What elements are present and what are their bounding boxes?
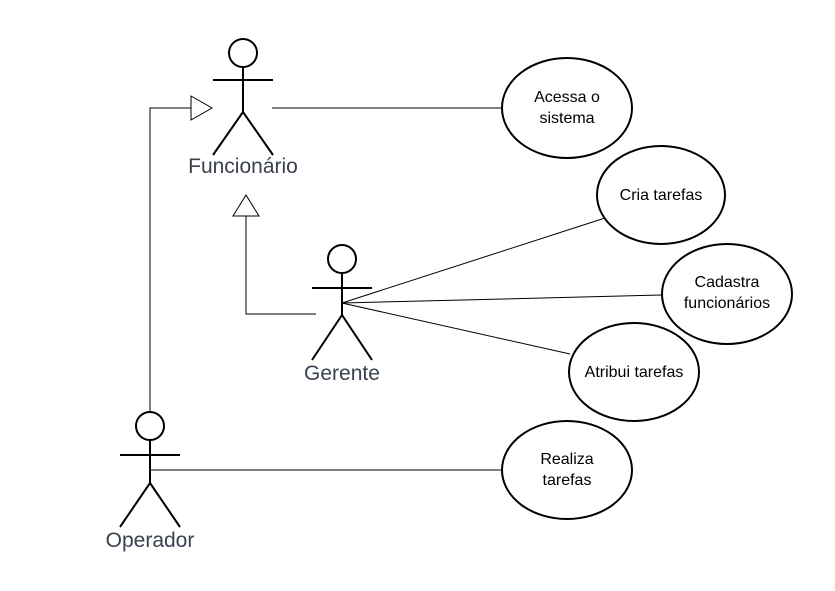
use-case-realiza-tarefas: Realiza tarefas [501,420,633,520]
use-case-label-line: Cadastra [695,274,760,291]
use-case-cria-tarefas: Cria tarefas [596,145,726,245]
association-gerente-cadastra [341,294,663,304]
generalization-operador-funcionario [149,95,214,412]
actor-gerente: Gerente [304,244,380,385]
use-case-label-line: Cria tarefas [620,187,703,204]
use-case-acessa-sistema: Acessa o sistema [501,57,633,159]
use-case-label-line: Realiza [540,451,593,468]
use-case-label-line: funcionários [684,295,770,312]
actor-funcionario: Funcionário [188,38,298,178]
use-case-atribui-tarefas: Atribui tarefas [568,322,700,422]
actor-operador: Operador [106,411,195,552]
association-gerente-cria [341,217,606,304]
use-case-cadastra-funcionarios: Cadastra funcionários [661,243,793,345]
actor-label-funcionario: Funcionário [188,155,298,178]
use-case-label-line: Acessa o [534,89,600,106]
actor-label-operador: Operador [106,529,195,552]
use-case-label-line: Atribui tarefas [585,364,684,381]
actor-label-gerente: Gerente [304,362,380,385]
use-case-label-line: sistema [539,110,594,127]
association-gerente-atribui [341,302,571,355]
use-case-label-line: tarefas [543,472,592,489]
generalization-gerente-funcionario [232,194,316,315]
